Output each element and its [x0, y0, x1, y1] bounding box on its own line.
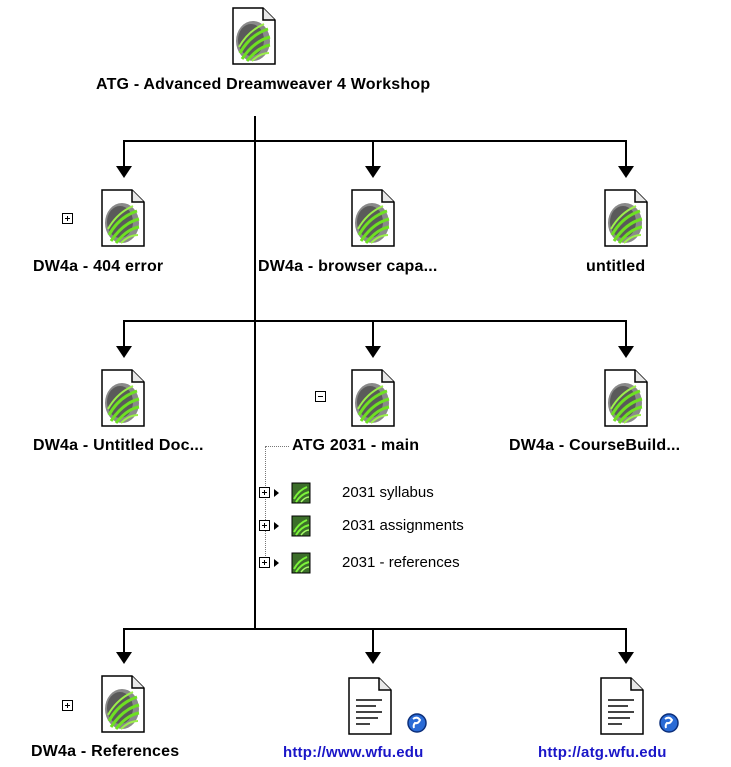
root-page-label[interactable]: ATG - Advanced Dreamweaver 4 Workshop [96, 76, 431, 93]
page-label[interactable]: DW4a - Untitled Doc... [33, 437, 204, 454]
subpage-label[interactable]: 2031 - references [342, 554, 460, 571]
page-icon[interactable] [349, 369, 395, 427]
row1-drop-left [123, 140, 125, 168]
arrow-head [116, 346, 132, 358]
tree-connector [265, 446, 266, 566]
expand-toggle[interactable] [62, 213, 73, 224]
row3-drop-left [123, 628, 125, 654]
row2-drop-center [372, 320, 374, 348]
root-page-icon[interactable] [230, 7, 276, 65]
page-label[interactable]: DW4a - browser capa... [258, 258, 438, 275]
page-label[interactable]: DW4a - References [31, 743, 180, 760]
external-link[interactable]: http://www.wfu.edu [283, 744, 424, 761]
arrow-head [618, 166, 634, 178]
page-label[interactable]: untitled [586, 258, 646, 275]
subpage-label[interactable]: 2031 assignments [342, 517, 464, 534]
row3-drop-right [625, 628, 627, 654]
arrow-head [365, 166, 381, 178]
arrow-head [116, 652, 132, 664]
expand-toggle[interactable] [259, 520, 270, 531]
page-small-icon[interactable] [291, 552, 311, 574]
row3-connector [123, 628, 627, 630]
page-icon[interactable] [99, 369, 145, 427]
arrow-head [365, 652, 381, 664]
arrow-head [116, 166, 132, 178]
link-arrow-icon [274, 522, 279, 530]
arrow-head [618, 652, 634, 664]
subpage-row[interactable]: 2031 syllabus [258, 482, 498, 504]
page-label[interactable]: ATG 2031 - main [292, 437, 420, 454]
row2-drop-right [625, 320, 627, 348]
row2-connector [123, 320, 627, 322]
page-small-icon[interactable] [291, 515, 311, 537]
globe-icon [406, 712, 428, 734]
link-arrow-icon [274, 489, 279, 497]
page-label[interactable]: DW4a - CourseBuild... [509, 437, 681, 454]
page-small-icon[interactable] [291, 482, 311, 504]
arrow-head [365, 346, 381, 358]
page-icon[interactable] [99, 675, 145, 733]
subpage-label[interactable]: 2031 syllabus [342, 484, 434, 501]
external-document-icon[interactable] [598, 677, 644, 735]
row1-drop-right [625, 140, 627, 168]
page-icon[interactable] [349, 189, 395, 247]
globe-icon [658, 712, 680, 734]
row1-connector [123, 140, 627, 142]
expand-toggle[interactable] [62, 700, 73, 711]
expand-toggle[interactable] [259, 557, 270, 568]
tree-connector [265, 446, 289, 447]
arrow-head [618, 346, 634, 358]
expand-toggle[interactable] [259, 487, 270, 498]
external-link[interactable]: http://atg.wfu.edu [538, 744, 667, 761]
page-icon[interactable] [99, 189, 145, 247]
link-arrow-icon [274, 559, 279, 567]
page-icon[interactable] [602, 189, 648, 247]
trunk-connector [254, 116, 256, 630]
subpage-row[interactable]: 2031 - references [258, 552, 498, 574]
subpage-row[interactable]: 2031 assignments [258, 515, 498, 537]
external-document-icon[interactable] [346, 677, 392, 735]
page-icon[interactable] [602, 369, 648, 427]
row1-drop-center [372, 140, 374, 168]
page-label[interactable]: DW4a - 404 error [33, 258, 164, 275]
row2-drop-left [123, 320, 125, 348]
collapse-toggle[interactable] [315, 391, 326, 402]
row3-drop-center [372, 628, 374, 654]
